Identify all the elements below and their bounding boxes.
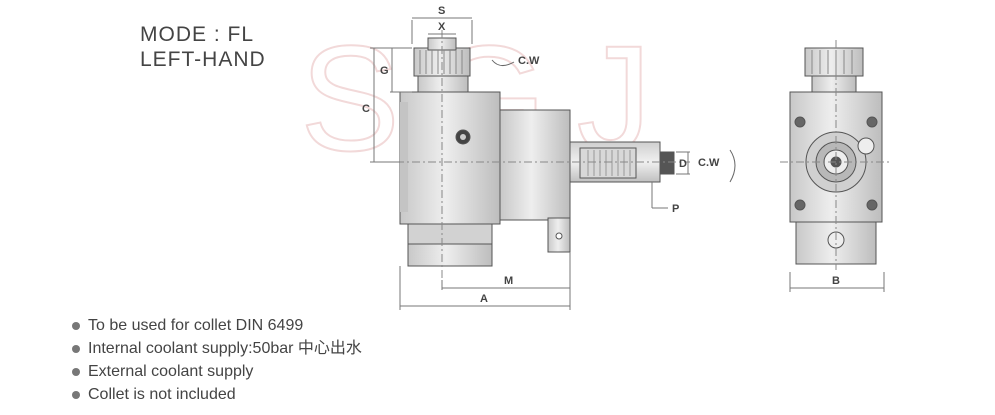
rotation-label-top: C.W bbox=[518, 55, 540, 67]
dim-label-a: A bbox=[480, 293, 488, 305]
front-collet-nut bbox=[804, 47, 864, 77]
dim-label-d: D bbox=[679, 158, 687, 170]
side-nut bbox=[659, 151, 675, 175]
front-bolts bbox=[794, 116, 878, 211]
mode-label: MODE : FL bbox=[140, 23, 255, 46]
dim-label-p: P bbox=[672, 203, 679, 215]
dim-label-x: X bbox=[438, 21, 446, 33]
side-collet bbox=[579, 147, 637, 179]
feature-item: Collet is not included bbox=[70, 383, 362, 406]
bolt-icon bbox=[794, 199, 806, 211]
dimension-labels: S X G C D P M A B C.W C.W bbox=[362, 5, 840, 305]
rotation-label-side: C.W bbox=[698, 157, 720, 169]
dim-label-g: G bbox=[380, 65, 389, 77]
feature-list: To be used for collet DIN 6499 Internal … bbox=[70, 314, 362, 406]
feature-item: To be used for collet DIN 6499 bbox=[70, 314, 362, 337]
tab-hole-icon bbox=[555, 232, 563, 240]
dim-label-c: C bbox=[362, 103, 370, 115]
feature-item: Internal coolant supply:50bar 中心出水 bbox=[70, 337, 362, 360]
right-housing bbox=[499, 109, 571, 221]
bullet-icon bbox=[72, 391, 80, 399]
bolt-icon bbox=[794, 116, 806, 128]
dimension-lines bbox=[370, 17, 885, 310]
mode-title: MODE : FL LEFT-HAND bbox=[140, 22, 266, 72]
dim-label-b: B bbox=[832, 275, 840, 287]
rotation-arrow-top-icon bbox=[491, 59, 515, 66]
bolt-icon bbox=[866, 116, 878, 128]
hand-label: LEFT-HAND bbox=[140, 48, 266, 71]
bullet-icon bbox=[72, 322, 80, 330]
rotation-arrow-side-icon bbox=[729, 149, 736, 183]
spindle-neck bbox=[417, 75, 469, 93]
center-lines bbox=[380, 30, 690, 280]
side-collet-ribs bbox=[587, 150, 631, 176]
dim-label-s: S bbox=[438, 5, 445, 17]
front-view bbox=[780, 40, 892, 270]
main-body bbox=[399, 91, 501, 225]
bullet-icon bbox=[72, 345, 80, 353]
bolt-icon bbox=[866, 199, 878, 211]
collet-ribs bbox=[419, 50, 463, 74]
feature-item: External coolant supply bbox=[70, 360, 362, 383]
rotation-arrows bbox=[491, 59, 736, 183]
side-view bbox=[380, 30, 690, 280]
dim-label-m: M bbox=[504, 275, 513, 287]
coolant-port-icon bbox=[857, 137, 875, 155]
bullet-icon bbox=[72, 368, 80, 376]
